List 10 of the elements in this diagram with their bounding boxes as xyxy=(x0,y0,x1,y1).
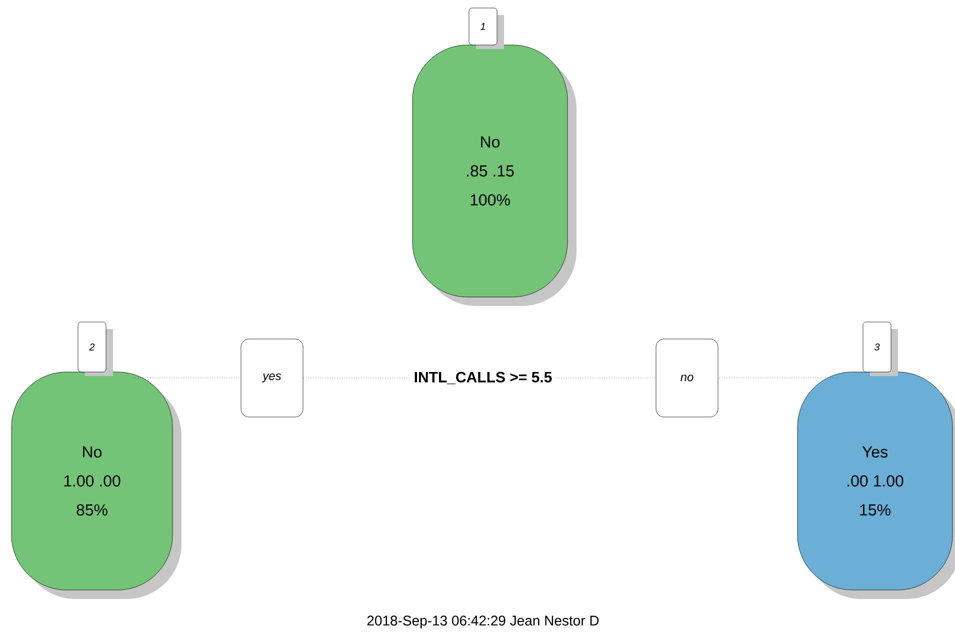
leaf-node: No .85 .15 100% xyxy=(412,44,576,306)
leaf-node: Yes .00 1.00 15% xyxy=(797,372,955,599)
edge-label: yes xyxy=(240,338,304,418)
split-label: INTL_CALLS >= 5.5 xyxy=(414,372,552,384)
node-number-tab: 1 xyxy=(468,8,504,49)
node-number-tab: 3 xyxy=(862,322,898,376)
leaf-node: No 1.00 .00 85% xyxy=(11,372,182,599)
node-number-tab: 2 xyxy=(78,322,113,376)
edge-label: no xyxy=(656,338,718,418)
caption: 2018-Sep-13 06:42:29 Jean Nestor D xyxy=(367,616,599,628)
